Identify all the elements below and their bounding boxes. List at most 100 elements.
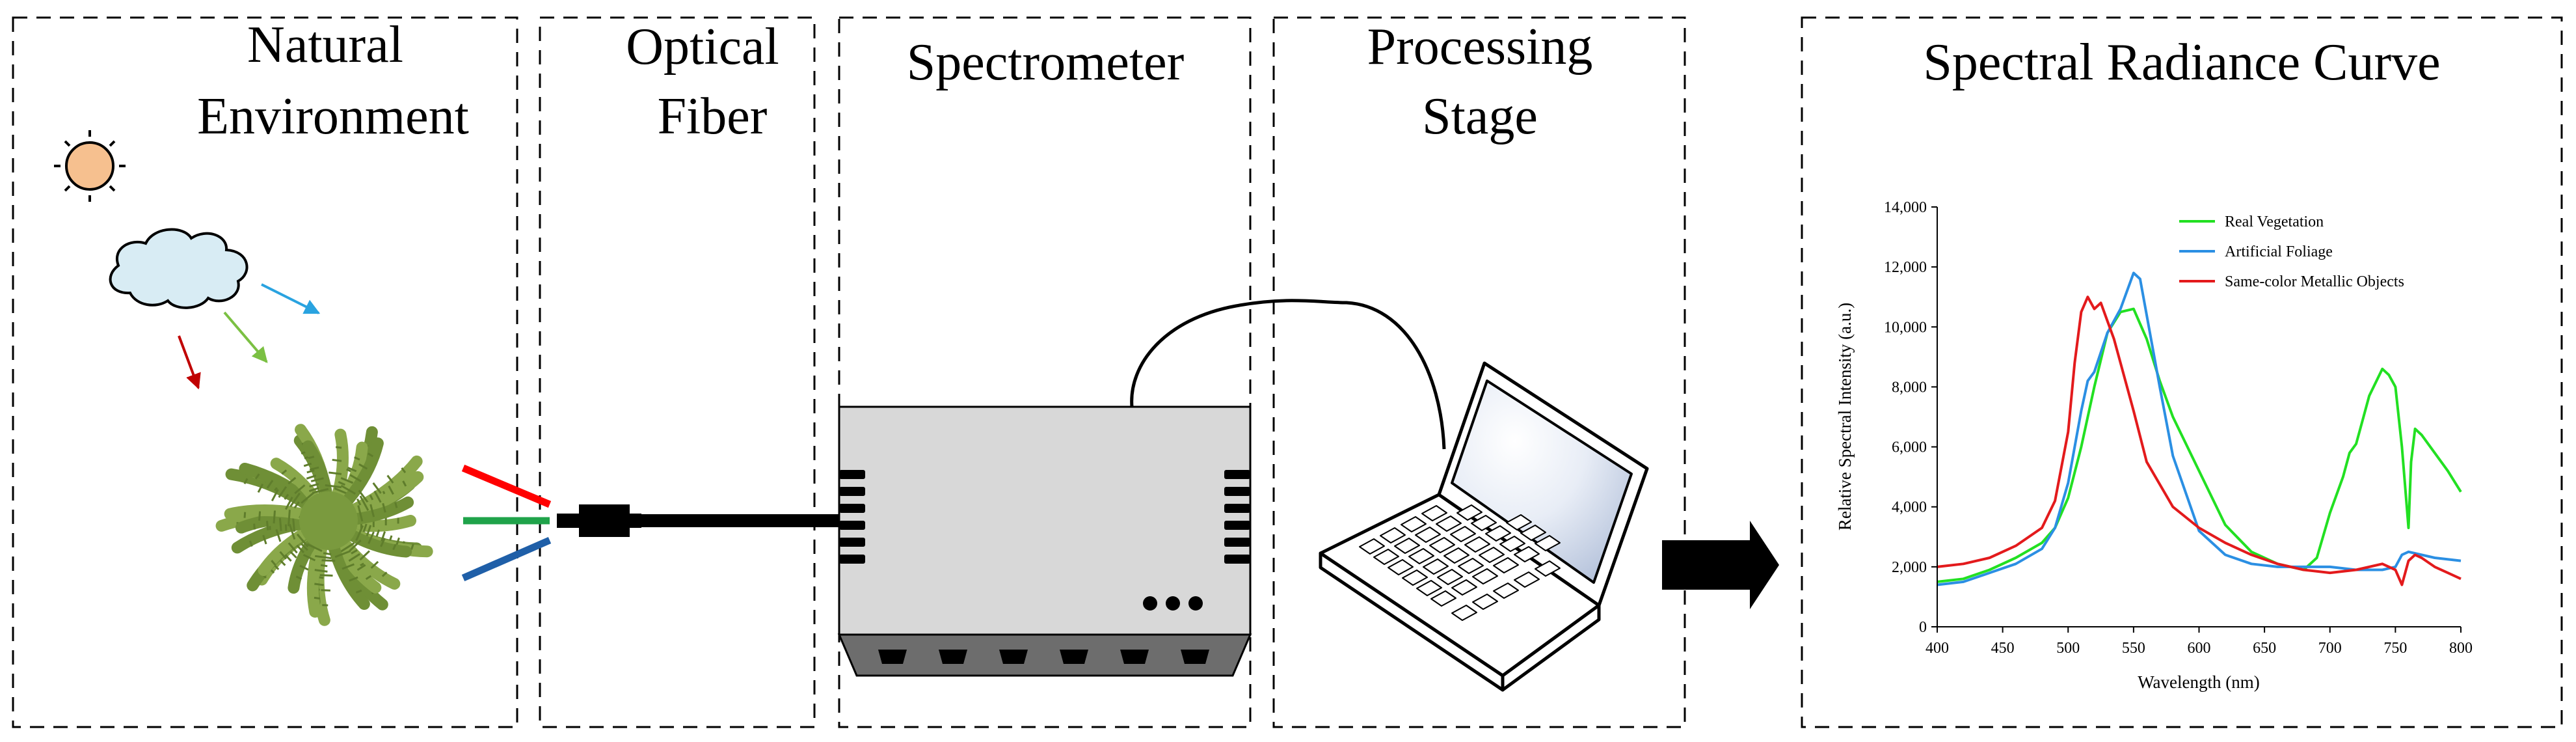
spectrometer-icon — [837, 405, 1252, 677]
red-light-ray — [178, 335, 201, 390]
processing-title-line1: Processing — [1367, 18, 1593, 76]
natural-title-line1: Natural — [247, 16, 403, 74]
plant-leaflet — [279, 551, 288, 560]
plant-leaflet — [301, 491, 315, 504]
plant-leaflet — [289, 492, 301, 508]
plant-leaflet — [271, 560, 276, 566]
reflected-blue-ray — [461, 536, 552, 582]
plant-leaflet — [357, 505, 364, 522]
plant-leaflet — [340, 542, 355, 553]
natural-environment-panel — [12, 16, 518, 728]
plant-leaflet — [306, 543, 323, 552]
x-tick-label: 400 — [1925, 640, 1949, 657]
plant-leaflet — [348, 553, 360, 562]
legend-label: Same-color Metallic Objects — [2225, 273, 2404, 290]
plant-leaflet — [275, 529, 282, 542]
y-tick-label: 14,000 — [1884, 199, 1927, 216]
panel-frames — [12, 16, 2563, 728]
plant-leaflet — [310, 477, 324, 482]
fiber-title-line1: Optical — [626, 18, 779, 76]
plant-leaflet — [254, 473, 260, 480]
plant-leaflet — [380, 538, 386, 547]
plant-leaflet — [294, 484, 306, 495]
plant-leaflet — [355, 525, 364, 542]
plant-leaflet — [355, 589, 362, 594]
y-tick-label: 4,000 — [1892, 499, 1927, 516]
x-tick-label: 800 — [2449, 640, 2473, 657]
y-tick-label: 6,000 — [1892, 439, 1927, 456]
plant-leaflet — [369, 504, 375, 517]
x-tick-label: 500 — [2056, 640, 2080, 657]
plant-leaflet — [295, 575, 302, 580]
plant-leaflet — [299, 564, 309, 571]
y-tick-label: 0 — [1919, 619, 1927, 636]
spectrometer-panel — [838, 16, 1252, 728]
x-tick-label: 700 — [2318, 640, 2342, 657]
plant-leaflet — [410, 543, 414, 550]
plant-leaflet — [370, 560, 379, 569]
plant-leaflet — [288, 476, 297, 485]
legend-label: Real Vegetation — [2225, 213, 2324, 230]
reflected-red-ray — [461, 464, 552, 508]
plant-leaflet — [303, 462, 314, 467]
spectrometer-title: Spectrometer — [907, 34, 1184, 91]
plant-leaflet — [340, 484, 356, 495]
plant-leaflet — [312, 488, 329, 494]
x-tick-label: 550 — [2122, 640, 2145, 657]
plant-leaflet — [288, 523, 296, 540]
plant-leaflet — [335, 446, 342, 449]
processing-stage-panel — [1272, 16, 1686, 728]
plant-leaflet — [308, 456, 315, 460]
x-tick-label: 600 — [2188, 640, 2211, 657]
plant-leaflet — [348, 540, 362, 553]
plant-leaflet — [262, 534, 267, 545]
plant-leaflet — [358, 463, 368, 470]
plant-leaflet — [329, 471, 342, 475]
plant-leaflet — [288, 542, 298, 554]
plant-leaflet — [359, 550, 370, 561]
plant-leaflet — [285, 494, 295, 510]
plant-leaflet — [356, 564, 366, 571]
plant-leaflet — [253, 523, 256, 530]
plant-leaflet — [315, 555, 332, 560]
laptop-icon — [1319, 361, 1649, 692]
legend-label: Artificial Foliage — [2225, 243, 2333, 260]
plant-leaflet — [368, 531, 375, 544]
plant-leaflet — [373, 490, 382, 503]
plant-leaflet — [314, 569, 328, 573]
plant-leaflet — [402, 480, 407, 487]
chart-series-group — [1937, 271, 2462, 586]
blue-light-ray — [261, 283, 321, 314]
plant-leaflet — [349, 474, 362, 482]
plant-leaflet — [266, 521, 269, 530]
plant-leaflet — [271, 489, 279, 502]
plant-leaflet — [365, 575, 372, 580]
chart-x-axis-label: Wavelength (nm) — [2138, 672, 2260, 692]
spectral-curve-panel — [1801, 16, 2563, 728]
plant-leaflet — [354, 456, 360, 461]
sun-icon — [54, 130, 126, 202]
plant-leaflet — [359, 495, 369, 511]
plant-leaflet — [278, 517, 282, 531]
plant-leaflet — [314, 583, 324, 586]
plant-leaflet — [332, 458, 342, 462]
fiber-connector-icon — [557, 504, 641, 537]
plant-leaflet — [302, 554, 316, 562]
y-tick-label: 12,000 — [1884, 259, 1927, 276]
plant-leaflet — [321, 589, 330, 592]
plant-leaflet — [381, 571, 388, 577]
cloud-icon — [109, 228, 248, 309]
series-line-artificial-foliage — [1937, 271, 2462, 586]
plant-leaflet — [382, 502, 386, 513]
plant-leaflet — [273, 510, 276, 524]
plant-leaflet — [325, 484, 342, 489]
plant-leaflet — [392, 543, 397, 551]
plant-leaflet — [367, 452, 374, 458]
plant-leaflet — [281, 469, 288, 475]
chart-y-axis-label: Relative Spectral Intensity (a.u.) — [1835, 303, 1855, 530]
arrow-right-icon — [1662, 521, 1779, 609]
series-line-same-color-metallic-objects — [1937, 295, 2462, 586]
